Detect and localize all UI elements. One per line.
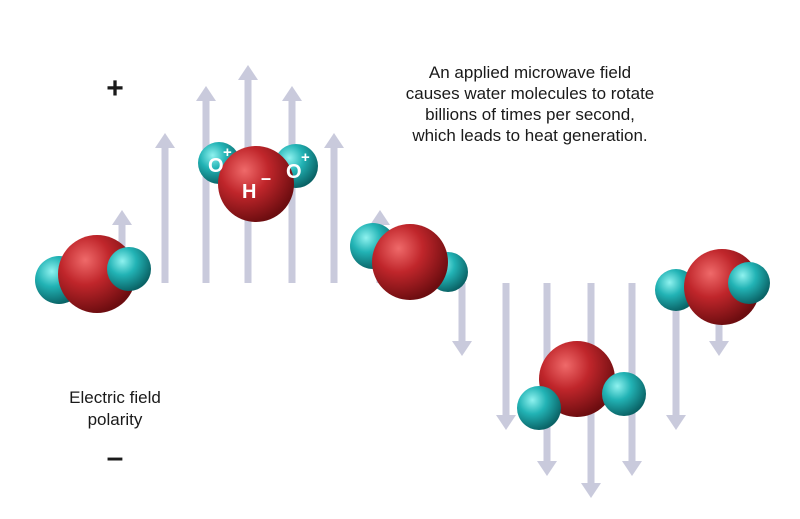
positive-polarity-sign: + bbox=[106, 72, 124, 105]
oxygen-atom bbox=[372, 224, 448, 300]
water-molecule bbox=[350, 223, 468, 300]
caption-line-4: which leads to heat generation. bbox=[412, 126, 648, 145]
polarity-label-line-1: Electric field bbox=[69, 388, 161, 407]
caption: An applied microwave field causes water … bbox=[380, 62, 680, 146]
oxygen-label-left: O bbox=[208, 155, 224, 177]
hydrogen-label: H bbox=[242, 181, 256, 203]
water-molecule bbox=[35, 235, 151, 313]
hydrogen-atom bbox=[602, 372, 646, 416]
oxygen-label-right: O bbox=[286, 161, 302, 183]
field-arrow bbox=[196, 86, 216, 283]
negative-charge-label: – bbox=[261, 168, 271, 188]
field-arrow bbox=[452, 283, 472, 356]
water-molecule bbox=[517, 341, 646, 430]
caption-line-1: An applied microwave field bbox=[428, 63, 632, 82]
caption-line-2: causes water molecules to rotate bbox=[405, 84, 655, 103]
positive-charge-label-right: + bbox=[301, 149, 310, 166]
water-molecule: O+O+H– bbox=[198, 142, 318, 222]
oxygen-atom bbox=[218, 146, 294, 222]
field-arrow bbox=[622, 283, 642, 476]
caption-line-3: billions of times per second, bbox=[425, 105, 635, 124]
water-molecule bbox=[655, 249, 770, 325]
hydrogen-atom bbox=[107, 247, 151, 291]
negative-polarity-sign: – bbox=[106, 441, 124, 474]
positive-charge-label-left: + bbox=[223, 144, 232, 161]
field-arrow bbox=[666, 283, 686, 430]
hydrogen-atom bbox=[728, 262, 770, 304]
field-arrow bbox=[324, 133, 344, 283]
water-molecules: O+O+H– bbox=[35, 142, 770, 430]
field-arrow bbox=[496, 283, 516, 430]
polarity-label-line-2: polarity bbox=[87, 410, 143, 429]
polarity-label: Electric field polarity bbox=[30, 387, 200, 431]
hydrogen-atom bbox=[517, 386, 561, 430]
field-arrow bbox=[155, 133, 175, 283]
